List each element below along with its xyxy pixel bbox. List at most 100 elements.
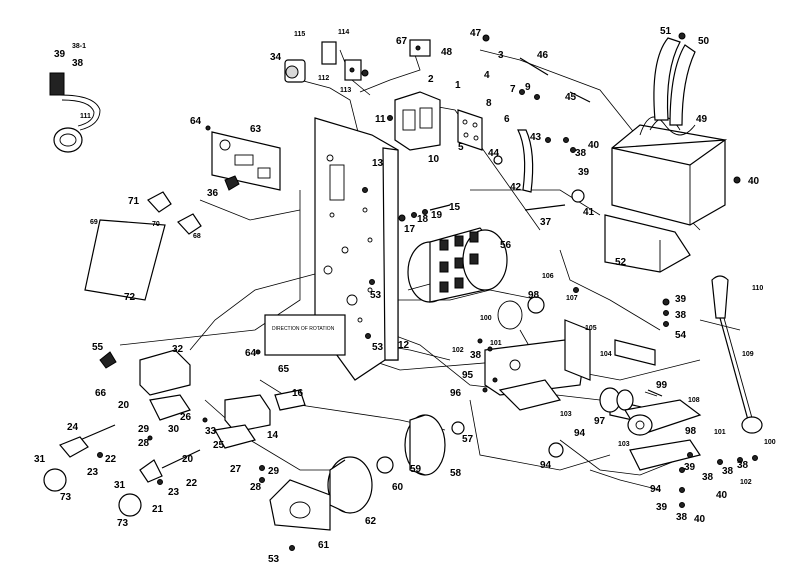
label-114: 114 — [338, 29, 349, 36]
label-37: 37 — [540, 217, 552, 228]
label-97: 97 — [594, 416, 606, 427]
label-16: 16 — [292, 388, 304, 399]
label-12: 12 — [398, 340, 410, 351]
label-3: 3 — [498, 50, 504, 61]
label-40-mid: 40 — [588, 140, 600, 151]
label-29-mid: 29 — [138, 424, 150, 435]
label-58: 58 — [450, 468, 462, 479]
label-39-low1: 39 — [684, 462, 696, 473]
label-38-right: 38 — [675, 310, 687, 321]
label-1: 1 — [455, 80, 461, 91]
label-40-low1: 40 — [716, 490, 728, 501]
label-24: 24 — [67, 422, 79, 433]
label-44: 44 — [488, 148, 500, 159]
label-110: 110 — [752, 285, 763, 292]
enclosure-box — [611, 37, 741, 226]
label-65: 65 — [278, 364, 290, 375]
label-34: 34 — [270, 52, 282, 63]
label-53-low: 53 — [372, 342, 384, 353]
label-104: 104 — [600, 351, 612, 358]
label-42: 42 — [510, 182, 522, 193]
hardware — [97, 32, 758, 551]
label-19: 19 — [431, 210, 443, 221]
label-32: 32 — [172, 344, 184, 355]
label-28-mid: 28 — [138, 438, 150, 449]
label-2: 2 — [428, 74, 434, 85]
label-40-right: 40 — [748, 176, 760, 187]
label-31-left: 31 — [34, 454, 46, 465]
label-68: 68 — [193, 233, 201, 240]
label-23-left: 23 — [87, 467, 99, 478]
label-23-mid: 23 — [168, 487, 180, 498]
label-11: 11 — [375, 114, 386, 125]
label-53-bottom: 53 — [268, 554, 280, 565]
label-39-top: 39 — [54, 49, 66, 60]
label-70: 70 — [152, 221, 160, 228]
label-98-low: 98 — [685, 426, 697, 437]
label-50: 50 — [698, 36, 710, 47]
label-38-mid2: 38 — [470, 350, 482, 361]
label-22-mid: 22 — [186, 478, 198, 489]
label-71: 71 — [128, 196, 140, 207]
label-99: 99 — [656, 380, 668, 391]
label-57: 57 — [462, 434, 474, 445]
label-61: 61 — [318, 540, 330, 551]
label-100-low: 100 — [764, 439, 776, 446]
relay-block — [394, 91, 483, 151]
label-38-low1: 38 — [702, 472, 714, 483]
label-10: 10 — [428, 154, 440, 165]
label-41: 41 — [583, 207, 595, 218]
label-38-top: 38 — [72, 58, 84, 69]
label-25: 25 — [213, 440, 225, 451]
label-49: 49 — [696, 114, 708, 125]
label-56: 56 — [500, 240, 512, 251]
label-98-top: 98 — [528, 290, 540, 301]
label-115: 115 — [294, 31, 305, 38]
label-100-top: 100 — [480, 315, 492, 322]
label-105: 105 — [585, 325, 597, 332]
label-33: 33 — [205, 426, 217, 437]
label-52: 52 — [615, 257, 627, 268]
label-48: 48 — [441, 47, 453, 58]
label-26: 26 — [180, 412, 192, 423]
label-20-mid: 20 — [182, 454, 194, 465]
label-94-right: 94 — [650, 484, 662, 495]
label-109: 109 — [742, 351, 754, 358]
label-13-top: 13 — [372, 158, 384, 169]
label-107: 107 — [566, 295, 578, 302]
label-27: 27 — [230, 464, 242, 475]
label-8: 8 — [486, 98, 492, 109]
label-96: 96 — [450, 388, 462, 399]
label-14: 14 — [267, 430, 279, 441]
label-38-mid: 38 — [575, 148, 587, 159]
label-39-mid: 39 — [578, 167, 590, 178]
label-55: 55 — [92, 342, 104, 353]
label-29-low: 29 — [268, 466, 280, 477]
label-113: 113 — [340, 87, 351, 94]
label-64-top: 64 — [190, 116, 202, 127]
label-51: 51 — [660, 26, 672, 37]
label-28-low: 28 — [250, 482, 262, 493]
motor — [407, 227, 508, 303]
part-labels: 39 38-1 38 111 115 114 112 113 34 67 48 … — [34, 26, 776, 565]
label-5: 5 — [458, 142, 464, 153]
label-15: 15 — [449, 202, 461, 213]
shaft-assembly — [43, 424, 201, 517]
label-62: 62 — [365, 516, 377, 527]
label-39-right: 39 — [675, 294, 687, 305]
small-parts-top — [284, 39, 431, 83]
label-94-mid: 94 — [574, 428, 586, 439]
label-112: 112 — [318, 75, 329, 82]
label-38-low2: 38 — [676, 512, 688, 523]
cable-assembly — [49, 72, 101, 153]
label-6: 6 — [504, 114, 510, 125]
label-30: 30 — [168, 424, 180, 435]
label-38-low3: 38 — [722, 466, 734, 477]
label-54: 54 — [675, 330, 687, 341]
label-106: 106 — [542, 273, 554, 280]
label-111: 111 — [80, 113, 91, 120]
label-7a: 7 — [510, 84, 516, 95]
label-4: 4 — [484, 70, 490, 81]
label-39-low2: 39 — [656, 502, 668, 513]
